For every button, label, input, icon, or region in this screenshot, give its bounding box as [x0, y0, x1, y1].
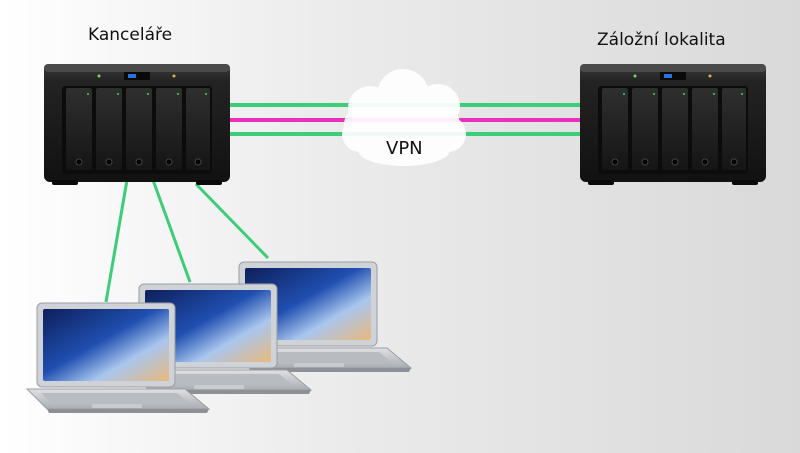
backup-nas-icon — [579, 63, 767, 186]
vpn-label: VPN — [386, 138, 423, 159]
office-label: Kanceláře — [88, 25, 173, 45]
link-laptop-3 — [194, 182, 270, 260]
link-laptop-1 — [104, 179, 129, 303]
office-nas-icon — [43, 63, 231, 186]
backup-site-label: Záložní lokalita — [597, 30, 726, 50]
link-laptop-2 — [151, 179, 192, 283]
cloud-icon — [342, 69, 466, 166]
